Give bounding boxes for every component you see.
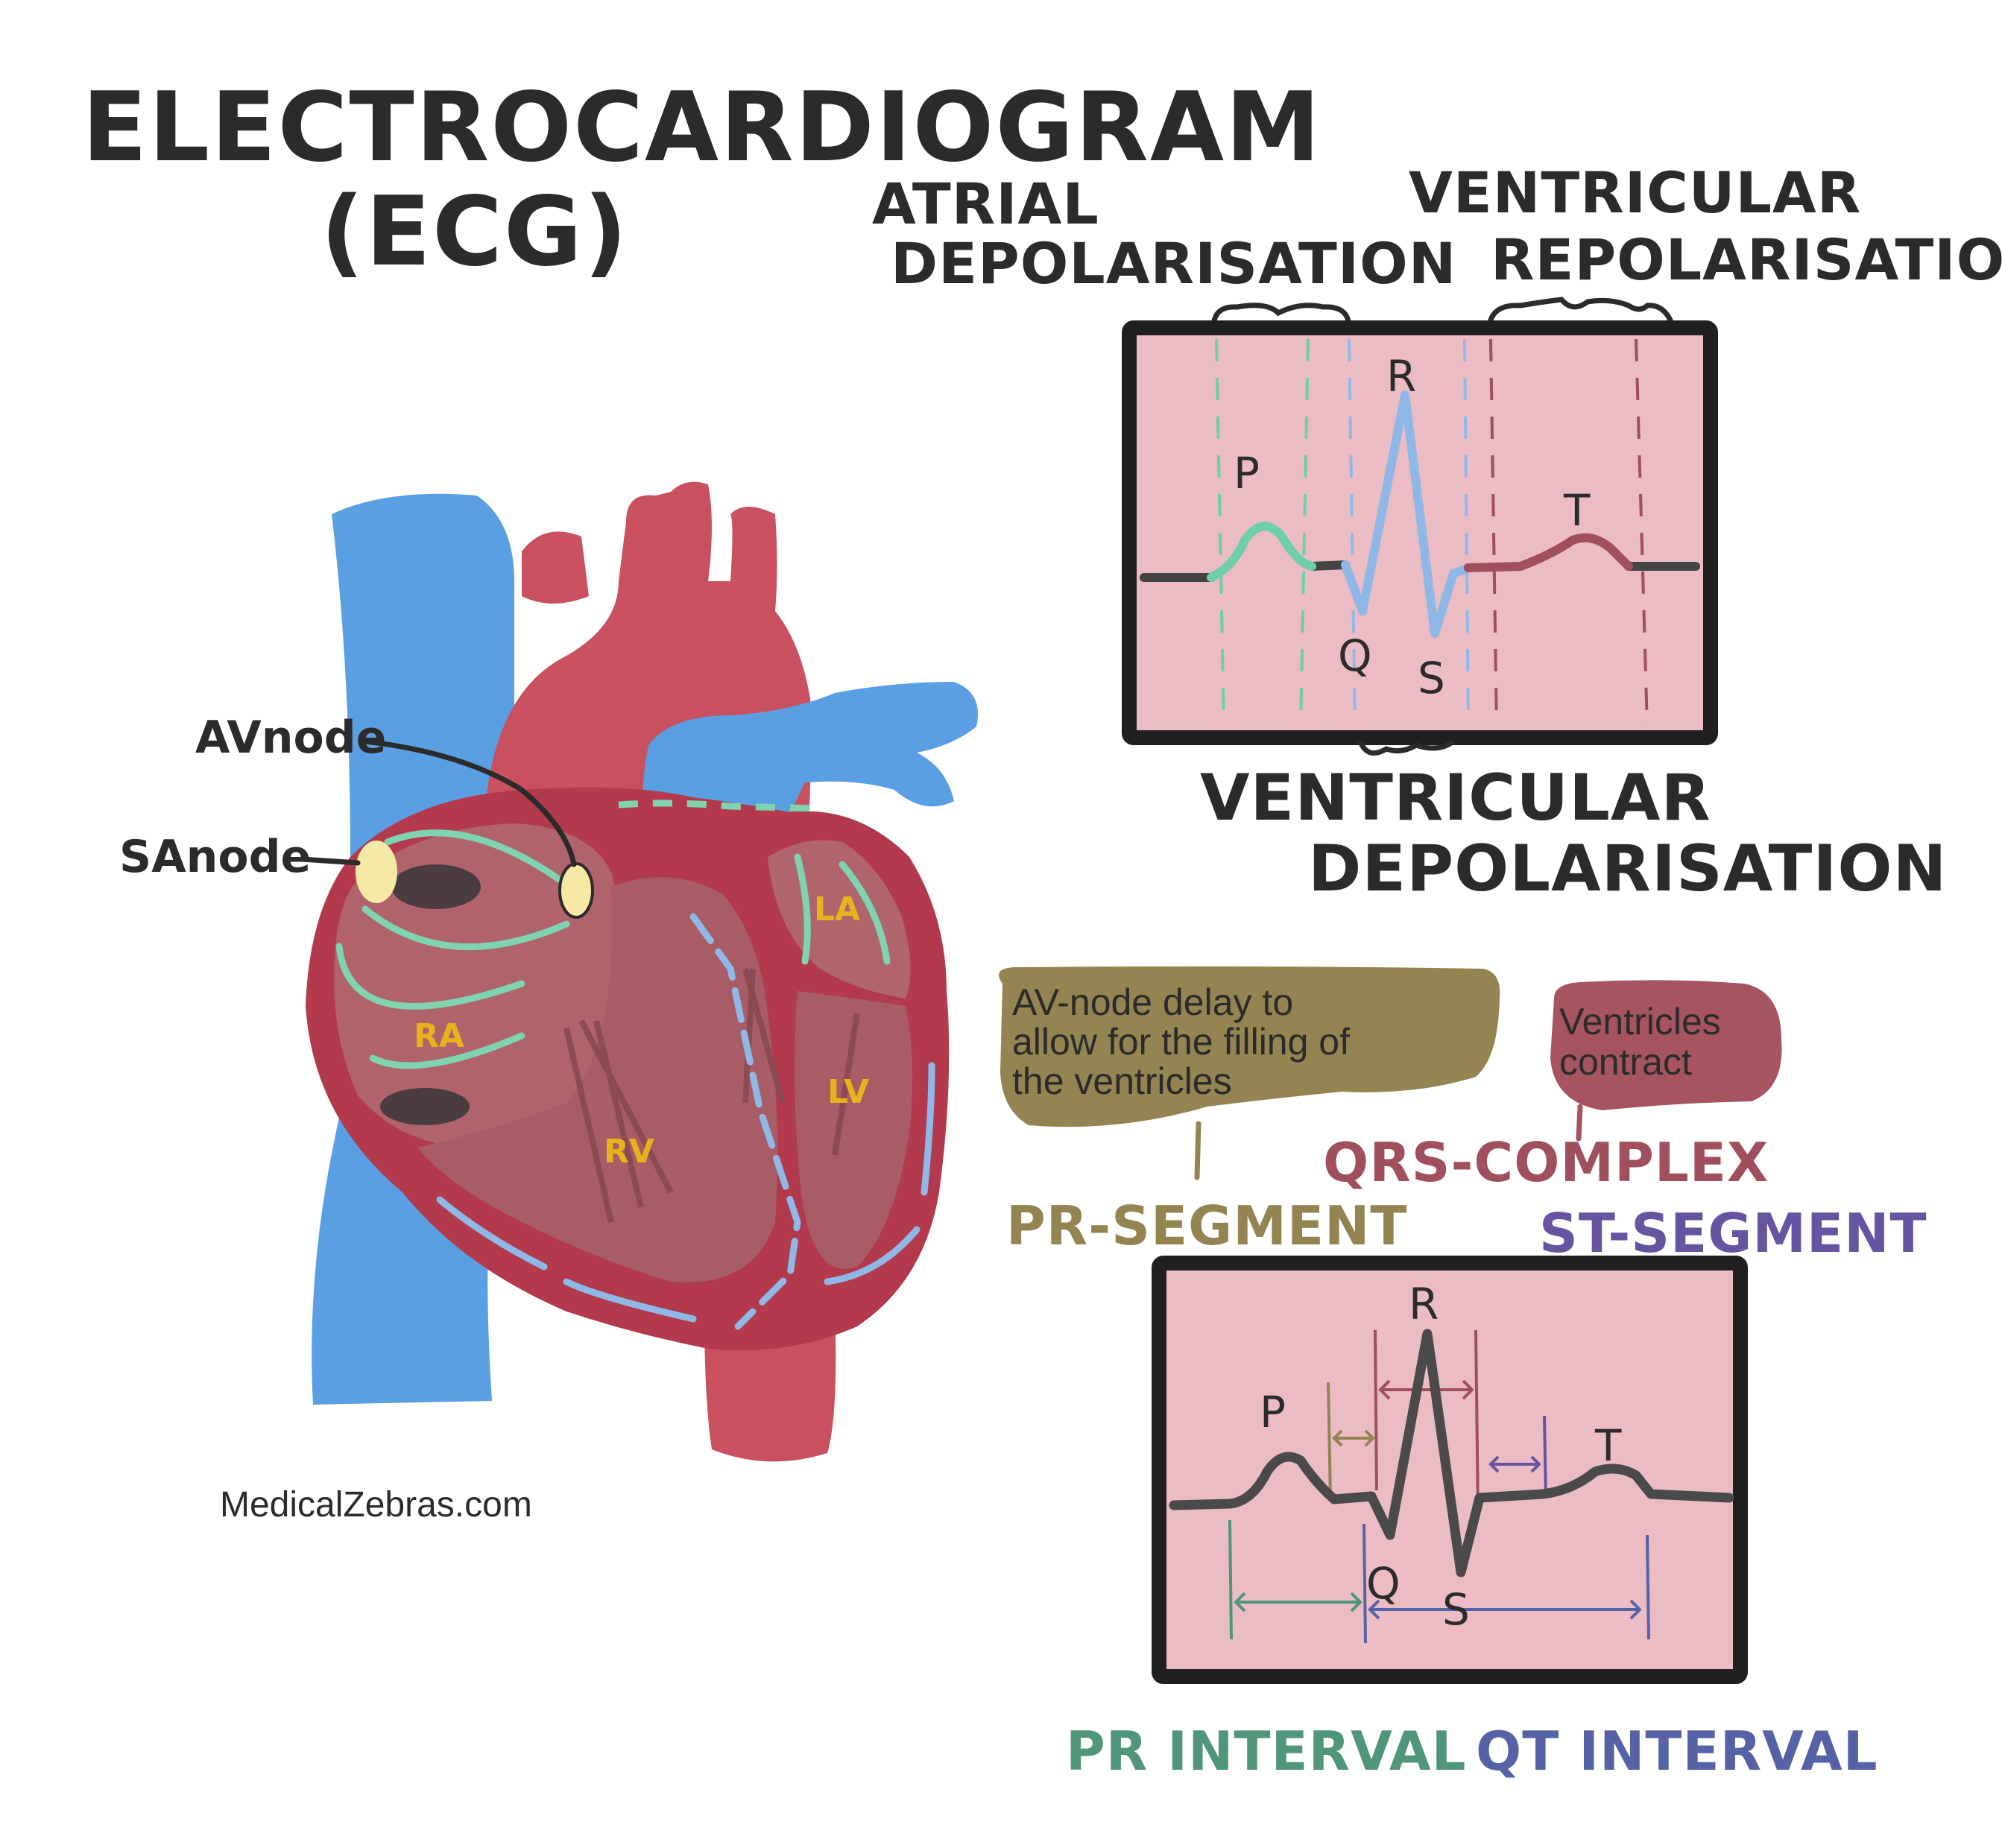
top-p-wave	[1207, 522, 1316, 582]
pr-interval-arrow	[1234, 1592, 1362, 1613]
top-s-label: S	[1418, 653, 1445, 703]
ventricles-contract-text-line1: Ventricles	[1559, 1001, 1721, 1042]
st-segment-arrow	[1488, 1455, 1541, 1473]
ventricles-contract-callout: Ventricles contract	[1550, 980, 1782, 1142]
av-delay-text-line2: allow for the filling of	[1012, 1021, 1350, 1063]
av-node	[558, 862, 594, 919]
repolarisation-brace	[1486, 297, 1676, 329]
bottom-p-label: P	[1260, 1387, 1286, 1437]
bottom-s-label: S	[1442, 1584, 1470, 1635]
top-t-label: T	[1563, 485, 1591, 536]
sa-node	[356, 841, 397, 903]
p-guide-right	[1299, 338, 1310, 727]
ventricles-contract-bubble	[1550, 980, 1782, 1110]
st-end-line	[1543, 1415, 1547, 1499]
av-node-label: AVnode	[195, 712, 386, 764]
ventricles-contract-text-line2: contract	[1559, 1041, 1692, 1083]
pr-interval-end-line	[1362, 1523, 1367, 1644]
av-delay-bubble	[999, 966, 1500, 1127]
heart-illustration: RA LA RV LV	[306, 481, 978, 1462]
conduction-arrow-la	[794, 853, 891, 965]
pr-interval-label: PR INTERVAL	[1066, 1720, 1467, 1782]
chamber-lv-label: LV	[827, 1073, 869, 1111]
av-delay-callout: AV-node delay to allow for the filling o…	[999, 966, 1500, 1180]
top-baseline-mid	[1307, 560, 1350, 571]
top-ecg-panel: P R Q S T	[1122, 320, 1718, 745]
ivc-opening	[380, 1088, 470, 1125]
ventricular-repolarisation-line1: VENTRICULAR	[1409, 159, 1861, 226]
ventricular-depolarisation-line1: VENTRICULAR	[1200, 761, 1711, 835]
svc-opening	[391, 864, 481, 909]
st-segment-label: ST-SEGMENT	[1539, 1202, 1927, 1265]
sa-node-pointer	[299, 856, 361, 866]
qt-interval-label: QT INTERVAL	[1476, 1720, 1878, 1782]
pr-segment-arrow	[1332, 1429, 1375, 1447]
av-delay-text-line1: AV-node delay to	[1012, 981, 1293, 1023]
pr-interval-start-line	[1228, 1519, 1233, 1640]
bottom-ecg-panel: P R Q S T	[1152, 1256, 1748, 1684]
ventricular-depolarisation-line2: DEPOLARISATION	[1308, 832, 1947, 906]
av-delay-text-line3: the ventricles	[1012, 1060, 1232, 1102]
p-guide-left	[1215, 338, 1225, 727]
top-q-label: Q	[1338, 630, 1372, 681]
conduction-dashed-top	[618, 800, 821, 812]
qrs-guide-left	[1348, 338, 1357, 727]
qrs-arrow	[1378, 1379, 1474, 1400]
t-guide-left	[1489, 338, 1498, 727]
sa-node-label: SAnode	[119, 831, 311, 883]
atrial-depolarisation-line1: ATRIAL	[872, 171, 1099, 237]
left-ventricle-chamber	[795, 991, 912, 1269]
title-line1: ELECTROCARDIOGRAM	[82, 72, 1321, 183]
purkinje-left	[436, 1196, 697, 1323]
bottom-r-label: R	[1409, 1279, 1439, 1329]
conduction-arrow-2	[361, 905, 570, 951]
chamber-rv-label: RV	[604, 1133, 654, 1171]
ventricular-repolarisation-line2: REPOLARISATION	[1491, 227, 2002, 293]
atrial-depolarisation-line2: DEPOLARISATION	[891, 230, 1456, 297]
conduction-arrow-3	[335, 943, 525, 1010]
chamber-la-label: LA	[814, 890, 860, 928]
conduction-arrow-4	[369, 1032, 525, 1069]
bottom-ecg-trace	[1169, 1329, 1734, 1578]
credit-text: MedicalZebras.com	[220, 1485, 532, 1525]
ventricular-depolarisation-brace	[1357, 739, 1456, 756]
top-qrs-complex	[1341, 390, 1473, 638]
qrs-start-line	[1374, 1329, 1378, 1491]
bottom-q-label: Q	[1366, 1558, 1401, 1609]
purkinje-right	[824, 1062, 935, 1285]
bundle-branch-path	[689, 913, 801, 1330]
top-t-wave	[1464, 533, 1633, 572]
av-node-pointer	[362, 738, 577, 867]
bottom-t-label: T	[1594, 1420, 1622, 1471]
ventricles-contract-tail	[1576, 1104, 1583, 1142]
chordae	[563, 967, 860, 1223]
qrs-end-line	[1474, 1329, 1480, 1513]
pr-segment-label: PR-SEGMENT	[1006, 1194, 1407, 1257]
av-delay-tail	[1194, 1121, 1201, 1180]
conduction-arrow-1	[384, 829, 563, 883]
top-r-label: R	[1386, 351, 1416, 402]
atrial-brace	[1210, 303, 1352, 329]
qrs-guide-right	[1463, 338, 1470, 727]
top-p-label: P	[1234, 448, 1260, 499]
t-guide-right	[1635, 338, 1649, 727]
pr-segment-start-line	[1327, 1382, 1332, 1499]
qt-interval-end-line	[1646, 1534, 1650, 1640]
chamber-ra-label: RA	[414, 1017, 464, 1055]
qrs-complex-label: QRS-COMPLEX	[1323, 1131, 1769, 1194]
aorta-branch	[522, 531, 589, 604]
qt-interval-arrow	[1368, 1599, 1642, 1620]
right-ventricle-chamber	[417, 877, 778, 1282]
title-line2: (ECG)	[320, 177, 628, 288]
